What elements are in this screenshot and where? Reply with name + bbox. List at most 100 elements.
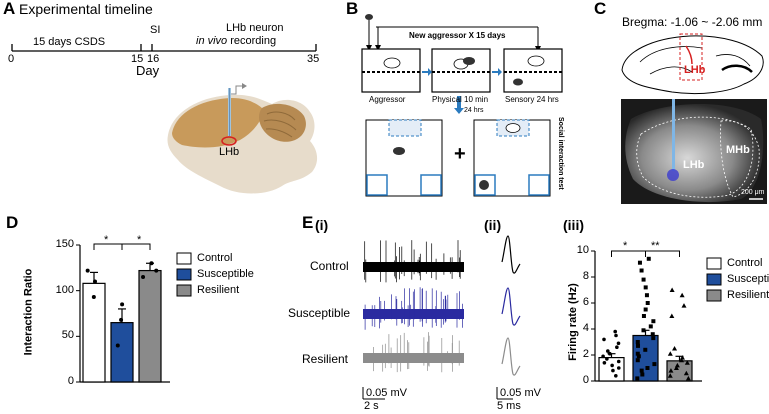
legend-label: Susceptible — [727, 273, 769, 285]
timeline-tick-16: 16 — [147, 53, 160, 65]
spike-scale-time: 5 ms — [497, 400, 521, 412]
data-point — [646, 256, 651, 261]
y-tick-label: 100 — [55, 283, 74, 296]
data-point — [668, 368, 674, 373]
significance-bracket — [645, 250, 680, 257]
data-point — [669, 287, 675, 292]
data-point — [645, 366, 650, 370]
data-point — [607, 351, 612, 356]
data-point — [672, 346, 678, 351]
legend-swatch — [176, 284, 192, 297]
data-point — [667, 373, 673, 378]
panel-e-letter: E — [302, 213, 314, 232]
timeline-segment-recording-line2: in vivo recording — [196, 35, 277, 47]
spike-scale-voltage: 0.05 mV — [500, 387, 541, 399]
y-tick-label: 50 — [61, 329, 74, 342]
data-point — [679, 355, 685, 360]
y-tick-label: 150 — [55, 238, 74, 250]
data-point — [645, 301, 650, 305]
timeline-segment-recording-line1: LHb neuron — [226, 22, 284, 34]
bregma-label: Bregma: -1.06 ~ -2.06 mm — [622, 15, 763, 29]
e-sig-star-1: * — [623, 240, 628, 252]
data-point — [115, 343, 120, 348]
data-point — [643, 347, 648, 352]
data-point — [683, 370, 689, 376]
trace-scale-voltage: 0.05 mV — [366, 387, 407, 399]
legend-label: Control — [727, 257, 763, 269]
trace-label-susceptible: Susceptible — [288, 306, 351, 320]
timeline-tick-0: 0 — [8, 53, 15, 65]
histology-mhb-label: MHb — [726, 144, 750, 156]
data-point — [93, 279, 98, 284]
data-point — [651, 336, 656, 341]
data-point — [640, 372, 645, 377]
protocol-box-sensory-label: Sensory 24 hrs — [505, 95, 559, 104]
data-point — [643, 307, 648, 312]
data-point — [648, 324, 653, 329]
data-point — [673, 365, 679, 370]
data-point — [616, 359, 621, 364]
data-point — [119, 317, 124, 322]
data-point — [681, 303, 687, 308]
protocol-box-aggressor-label: Aggressor — [369, 95, 406, 104]
trace-label-resilient: Resilient — [302, 352, 349, 366]
data-point — [616, 341, 621, 346]
data-point — [141, 274, 146, 279]
spike-waveform — [501, 287, 521, 326]
data-point — [610, 363, 614, 368]
legend-label: Resilient — [727, 289, 769, 301]
data-point — [641, 328, 646, 333]
data-point — [652, 362, 657, 367]
data-point — [639, 368, 644, 373]
legend-label: Susceptible — [197, 268, 254, 280]
legend-swatch — [706, 273, 722, 286]
spike-waveform — [501, 337, 521, 376]
legend-label: Control — [197, 252, 233, 264]
d-sig-star-1: * — [104, 234, 109, 246]
y-tick-label: 10 — [576, 244, 589, 256]
data-point — [91, 295, 96, 300]
data-point — [639, 268, 644, 273]
brain-lhb-label: LHb — [219, 146, 240, 158]
data-point — [636, 354, 641, 359]
data-point — [636, 343, 641, 348]
e-sub-iii: (iii) — [563, 217, 584, 233]
legend-swatch — [176, 252, 192, 265]
legend-swatch — [706, 257, 722, 270]
data-point — [614, 374, 618, 378]
timeline-segment-csds: 15 days CSDS — [33, 36, 106, 48]
trace-band — [363, 353, 464, 363]
data-point — [669, 313, 675, 318]
trace-spikes — [364, 240, 461, 283]
data-point — [644, 293, 649, 298]
data-point — [602, 337, 606, 342]
d-sig-star-2: * — [137, 234, 142, 246]
histology-scale-label: 200 μm — [741, 189, 765, 196]
protocol-banner: New aggressor X 15 days — [409, 31, 506, 40]
y-tick-label: 8 — [582, 270, 589, 282]
data-point — [651, 319, 656, 324]
data-point — [606, 349, 610, 353]
data-point — [635, 351, 640, 356]
panel-c-letter: C — [594, 0, 607, 18]
trace-spikes — [373, 332, 460, 373]
trace-band — [363, 262, 464, 272]
e-sub-i: (i) — [315, 217, 329, 233]
trace-label-control: Control — [310, 259, 349, 273]
data-point — [601, 354, 605, 359]
data-point — [120, 302, 125, 307]
significance-bracket — [611, 250, 646, 257]
protocol-box-physical-label: Physical 10 min — [432, 95, 489, 104]
data-point — [611, 368, 615, 373]
data-point — [635, 358, 640, 363]
trace-spikes — [364, 287, 463, 330]
y-tick-label: 0 — [582, 374, 589, 386]
